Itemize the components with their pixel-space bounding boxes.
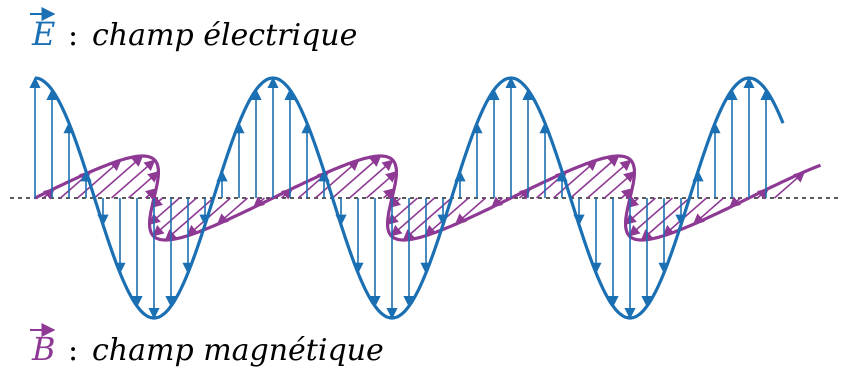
magnetic-vector-17 [331, 155, 382, 199]
magnetic-vector-5 [127, 171, 160, 199]
magnetic-field-text: champ magnétique [92, 333, 384, 368]
magnetic-vector-33 [603, 171, 636, 199]
magnetic-vector-26 [454, 197, 487, 225]
magnetic-field-colon: : [68, 333, 78, 368]
electric-field-wave [29, 76, 785, 320]
magnetic-vector-20 [382, 187, 396, 200]
magnetic-vector-23 [390, 197, 436, 237]
electric-field-text: champ électrique [92, 18, 357, 53]
magnetic-vector-6 [144, 187, 158, 200]
magnetic-vector-4 [110, 159, 156, 199]
magnetic-vector-16 [314, 159, 360, 199]
magnetic-vector-2 [76, 159, 122, 199]
magnetic-vector-41 [728, 196, 742, 209]
magnetic-vector-43 [773, 171, 806, 199]
magnetic-vector-40 [692, 197, 725, 225]
magnetic-vector-12 [216, 197, 249, 225]
magnetic-vector-30 [552, 159, 598, 199]
electric-field-symbol: E [31, 15, 55, 53]
magnetic-field-label: B : champ magnétique [30, 323, 384, 368]
magnetic-field-wave [34, 154, 822, 242]
electric-field-colon: : [68, 18, 78, 53]
magnetic-vector-18 [348, 159, 394, 199]
magnetic-vector-32 [586, 159, 632, 199]
magnetic-field-symbol: B [31, 330, 56, 368]
magnetic-vector-27 [490, 196, 504, 209]
electric-field-label: E : champ électrique [30, 7, 357, 53]
magnetic-vector-3 [93, 155, 144, 199]
magnetic-vector-13 [252, 196, 266, 209]
magnetic-vector-31 [569, 155, 620, 199]
magnetic-vector-34 [620, 187, 634, 200]
magnetic-vector-9 [152, 197, 198, 237]
magnetic-vector-19 [365, 171, 398, 199]
magnetic-vector-37 [628, 197, 674, 237]
